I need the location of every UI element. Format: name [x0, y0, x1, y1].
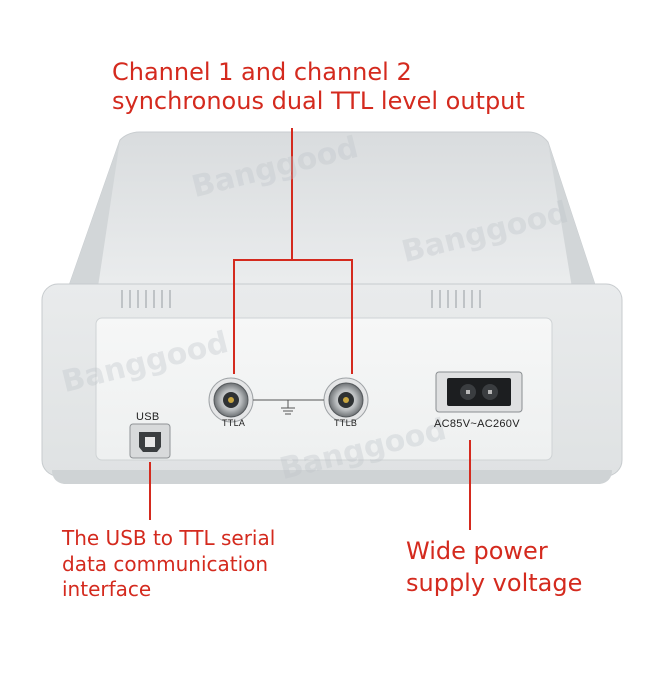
ac-voltage-label: AC85V~AC260V: [434, 418, 520, 430]
left-vents: [121, 290, 171, 308]
bnc-connector-ttla: [208, 377, 254, 423]
ttlb-connector-label: TTLB: [334, 418, 358, 428]
usb-callout-line2: data communication: [62, 551, 269, 576]
ground-symbol: [253, 399, 324, 415]
callout-line-ttl-bracket: [233, 259, 353, 374]
callout-lines: [149, 128, 471, 530]
power-callout-line1: Wide power: [406, 537, 548, 565]
device-right-side: [548, 142, 600, 300]
back-panel: [95, 317, 553, 461]
usb-port-label: USB: [136, 411, 160, 423]
usb-b-port: [129, 423, 171, 459]
ttl-output-callout: Channel 1 and channel 2 synchronous dual…: [112, 58, 525, 117]
ttl-output-callout-line1: Channel 1 and channel 2: [112, 58, 412, 86]
usb-interface-callout: The USB to TTL serial data communication…: [62, 526, 275, 603]
ac-power-inlet: [435, 371, 523, 413]
bnc-connector-ttlb: [323, 377, 369, 423]
power-callout-line2: supply voltage: [406, 569, 583, 598]
right-vents: [431, 290, 481, 308]
ttl-output-callout-line2: synchronous dual TTL level output: [112, 87, 525, 116]
usb-callout-line3: interface: [62, 577, 152, 602]
device-top-shell: [63, 131, 601, 301]
usb-callout-line1: The USB to TTL serial: [62, 526, 276, 550]
device-bottom-lip: [52, 470, 612, 484]
device-left-side: [64, 140, 120, 300]
ttla-connector-label: TTLA: [222, 418, 246, 428]
power-supply-callout: Wide power supply voltage: [406, 535, 582, 599]
